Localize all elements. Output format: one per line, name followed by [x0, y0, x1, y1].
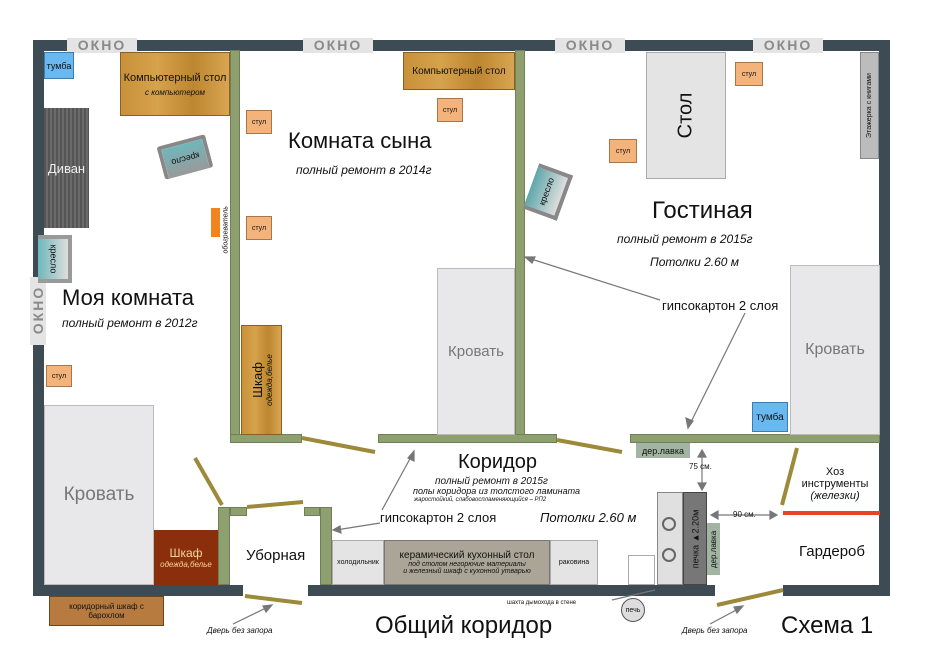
ceiling-height: Потолки 2.60 м — [650, 255, 739, 269]
scheme-title: Схема 1 — [781, 612, 874, 639]
window: ОКНО — [555, 38, 625, 53]
room-note: полный ремонт в 2012г — [62, 316, 198, 330]
door — [244, 594, 303, 605]
sofa: Диван — [44, 108, 89, 228]
window: ОКНО — [753, 38, 823, 53]
room-title: Моя комната — [62, 285, 195, 310]
door-label: Дверь без запора — [682, 626, 748, 635]
drywall-label: гипсокартон 2 слоя — [380, 510, 497, 525]
door — [246, 500, 304, 509]
bookshelf: Этажерка с книгами — [860, 52, 879, 159]
outer-wall-top — [33, 40, 890, 51]
door — [556, 438, 623, 454]
furnace: печь — [621, 598, 645, 622]
stove: печка ▲2.20м — [683, 492, 707, 585]
distance-90: 90 см. — [733, 510, 756, 519]
outer-wall-bottom — [33, 585, 243, 596]
distance-75: 75 см. — [689, 462, 712, 471]
floor-note-sub: жаростойкий, слабовоспламеняющийся – РП2 — [414, 497, 547, 503]
room-note: полный ремонт в 2015г — [435, 476, 548, 487]
drywall-label: гипсокартон 2 слоя — [662, 298, 779, 313]
room-title: Коридор — [458, 451, 537, 473]
room-note: полный ремонт в 2015г — [617, 232, 753, 246]
window: ОКНО — [67, 38, 137, 53]
fridge: холодильник — [332, 540, 384, 585]
room-title: Уборная — [246, 547, 306, 564]
interior-wall — [630, 434, 880, 443]
toilet-wall — [320, 507, 332, 585]
door — [716, 588, 784, 607]
outer-wall-bottom — [783, 585, 890, 596]
toilet-wall — [218, 507, 230, 585]
floor-note: полы коридора из толстого ламината — [413, 486, 581, 496]
common-corridor-title: Общий коридор — [375, 612, 553, 639]
burner-icon — [662, 517, 676, 531]
armchair: кресло — [38, 235, 72, 283]
chair: стул — [437, 98, 463, 122]
chair: стул — [735, 62, 763, 86]
chair: стул — [46, 365, 72, 387]
table: Стол — [646, 52, 726, 179]
tumba: тумба — [44, 52, 74, 79]
storage-box — [628, 555, 655, 585]
outer-wall-bottom — [308, 585, 715, 596]
computer-desk: Компьютерный стол — [403, 52, 515, 90]
bed: Кровать — [437, 268, 515, 435]
burner-icon — [662, 548, 676, 562]
toilet-wall — [304, 507, 320, 516]
bed: Кровать — [44, 405, 154, 585]
window: ОКНО — [30, 277, 46, 345]
room-title: Гардероб — [799, 543, 865, 560]
room-title: Гостиная — [652, 197, 753, 224]
sink: раковина — [550, 540, 598, 585]
ceiling-height: Потолки 2.60 м — [540, 510, 637, 525]
bed: Кровать — [790, 265, 880, 435]
heater — [211, 208, 220, 237]
door — [193, 457, 224, 506]
chair: стул — [609, 139, 637, 163]
chimney-label: шахта дымохода в стене — [507, 600, 577, 606]
chair: стул — [246, 216, 272, 240]
outer-wall-right — [879, 40, 890, 595]
red-partition — [783, 511, 880, 515]
tumba: тумба — [752, 402, 788, 432]
door-label: Дверь без запора — [207, 626, 273, 635]
chair: стул — [246, 110, 272, 134]
door — [301, 436, 376, 454]
door — [780, 447, 799, 506]
toilet-wall — [230, 507, 247, 516]
room-title: Комната сына — [288, 128, 432, 153]
window: ОКНО — [303, 38, 373, 53]
stove-top — [657, 492, 683, 585]
bench: дер.лавка — [707, 523, 720, 575]
heater-label: обогреватель — [222, 206, 230, 254]
room-note: полный ремонт в 2014г — [296, 163, 432, 177]
corridor-closet: коридорный шкаф с барохлом — [49, 596, 164, 626]
bench: дер.лавка — [636, 443, 690, 458]
